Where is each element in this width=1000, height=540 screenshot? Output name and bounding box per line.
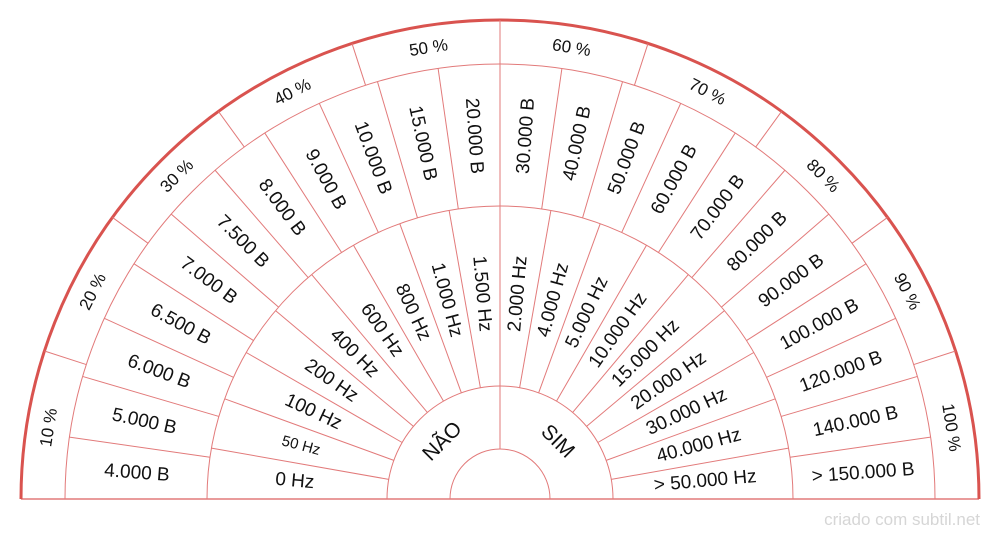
hz-label: > 50.000 Hz xyxy=(653,466,757,496)
percent-divider xyxy=(633,43,649,86)
bytes-label: 100.000 B xyxy=(776,295,862,355)
hz-label: 0 Hz xyxy=(274,469,315,493)
percent-label: 90 % xyxy=(890,270,925,313)
bytes-label: 5.000 B xyxy=(110,404,178,438)
hz-divider xyxy=(275,310,414,427)
hz-divider xyxy=(606,398,776,461)
percent-divider xyxy=(218,111,245,148)
bytes-label: 30.000 B xyxy=(513,97,539,174)
hz-divider xyxy=(611,447,789,480)
hz-label: 1.500 Hz xyxy=(468,255,496,333)
bytes-divider xyxy=(437,68,459,210)
bytes-divider xyxy=(69,436,211,458)
percent-label: 30 % xyxy=(156,155,197,196)
hz-divider xyxy=(597,352,754,443)
percent-label: 70 % xyxy=(686,75,729,110)
percent-divider xyxy=(44,350,87,366)
bytes-label: 80.000 B xyxy=(723,207,792,276)
bytes-label: > 150.000 B xyxy=(811,459,915,487)
bytes-divider xyxy=(214,169,309,278)
watermark: criado com subtil.net xyxy=(824,510,980,529)
bytes-label: 7.500 B xyxy=(212,211,273,272)
percent-label: 100 % xyxy=(938,402,964,453)
percent-divider xyxy=(851,217,888,244)
bytes-divider xyxy=(621,103,682,233)
hz-divider xyxy=(353,245,444,402)
bytes-label: 90.000 B xyxy=(755,250,828,312)
bytes-label: 40.000 B xyxy=(559,104,596,183)
bytes-divider xyxy=(264,132,343,253)
bytes-label: 15.000 B xyxy=(404,104,441,183)
percent-divider xyxy=(112,217,149,244)
bytes-divider xyxy=(657,132,736,253)
hz-divider xyxy=(448,210,481,388)
bytes-divider xyxy=(721,213,830,308)
hz-divider xyxy=(311,274,428,413)
percent-label: 40 % xyxy=(271,75,314,110)
bytes-label: 60.000 B xyxy=(647,141,702,218)
percent-divider xyxy=(755,111,782,148)
percent-label: 20 % xyxy=(76,270,111,313)
bytes-label: 20.000 B xyxy=(461,97,487,174)
bytes-divider xyxy=(780,375,918,417)
hz-label: 2.000 Hz xyxy=(504,255,532,333)
hz-divider xyxy=(211,447,389,480)
bytes-label: 7.000 B xyxy=(176,253,241,309)
bytes-divider xyxy=(691,169,786,278)
hz-divider xyxy=(399,223,462,393)
bytes-divider xyxy=(766,317,896,378)
bytes-divider xyxy=(170,213,279,308)
answer-no: NÃO xyxy=(417,416,466,465)
hz-divider xyxy=(572,274,689,413)
bytes-divider xyxy=(746,263,867,342)
bytes-divider xyxy=(582,81,624,219)
percent-divider xyxy=(913,350,956,366)
bytes-divider xyxy=(133,263,254,342)
center-arc xyxy=(449,448,551,500)
bytes-divider xyxy=(82,375,220,417)
hz-divider xyxy=(246,352,403,443)
percent-divider xyxy=(351,43,367,86)
bytes-divider xyxy=(789,436,931,458)
bytes-label: 8.000 B xyxy=(254,175,310,240)
hz-divider xyxy=(538,223,601,393)
answer-yes: SIM xyxy=(536,420,579,463)
hz-divider xyxy=(556,245,647,402)
bytes-divider xyxy=(104,317,234,378)
bytes-label: 6.000 B xyxy=(125,351,194,394)
percent-label: 50 % xyxy=(408,35,449,60)
hz-divider xyxy=(586,310,725,427)
percent-label: 60 % xyxy=(551,35,592,60)
hz-divider xyxy=(224,398,394,461)
bytes-divider xyxy=(376,81,418,219)
bytes-label: 70.000 B xyxy=(687,171,749,244)
hz-divider xyxy=(519,210,552,388)
bytes-label: 4.000 B xyxy=(104,460,171,486)
percent-label: 80 % xyxy=(803,155,844,196)
hz-label: 50 Hz xyxy=(280,432,322,459)
bytes-label: 140.000 B xyxy=(811,402,900,441)
bytes-divider xyxy=(541,68,563,210)
bytes-divider xyxy=(318,103,379,233)
percent-label: 10 % xyxy=(36,407,61,448)
